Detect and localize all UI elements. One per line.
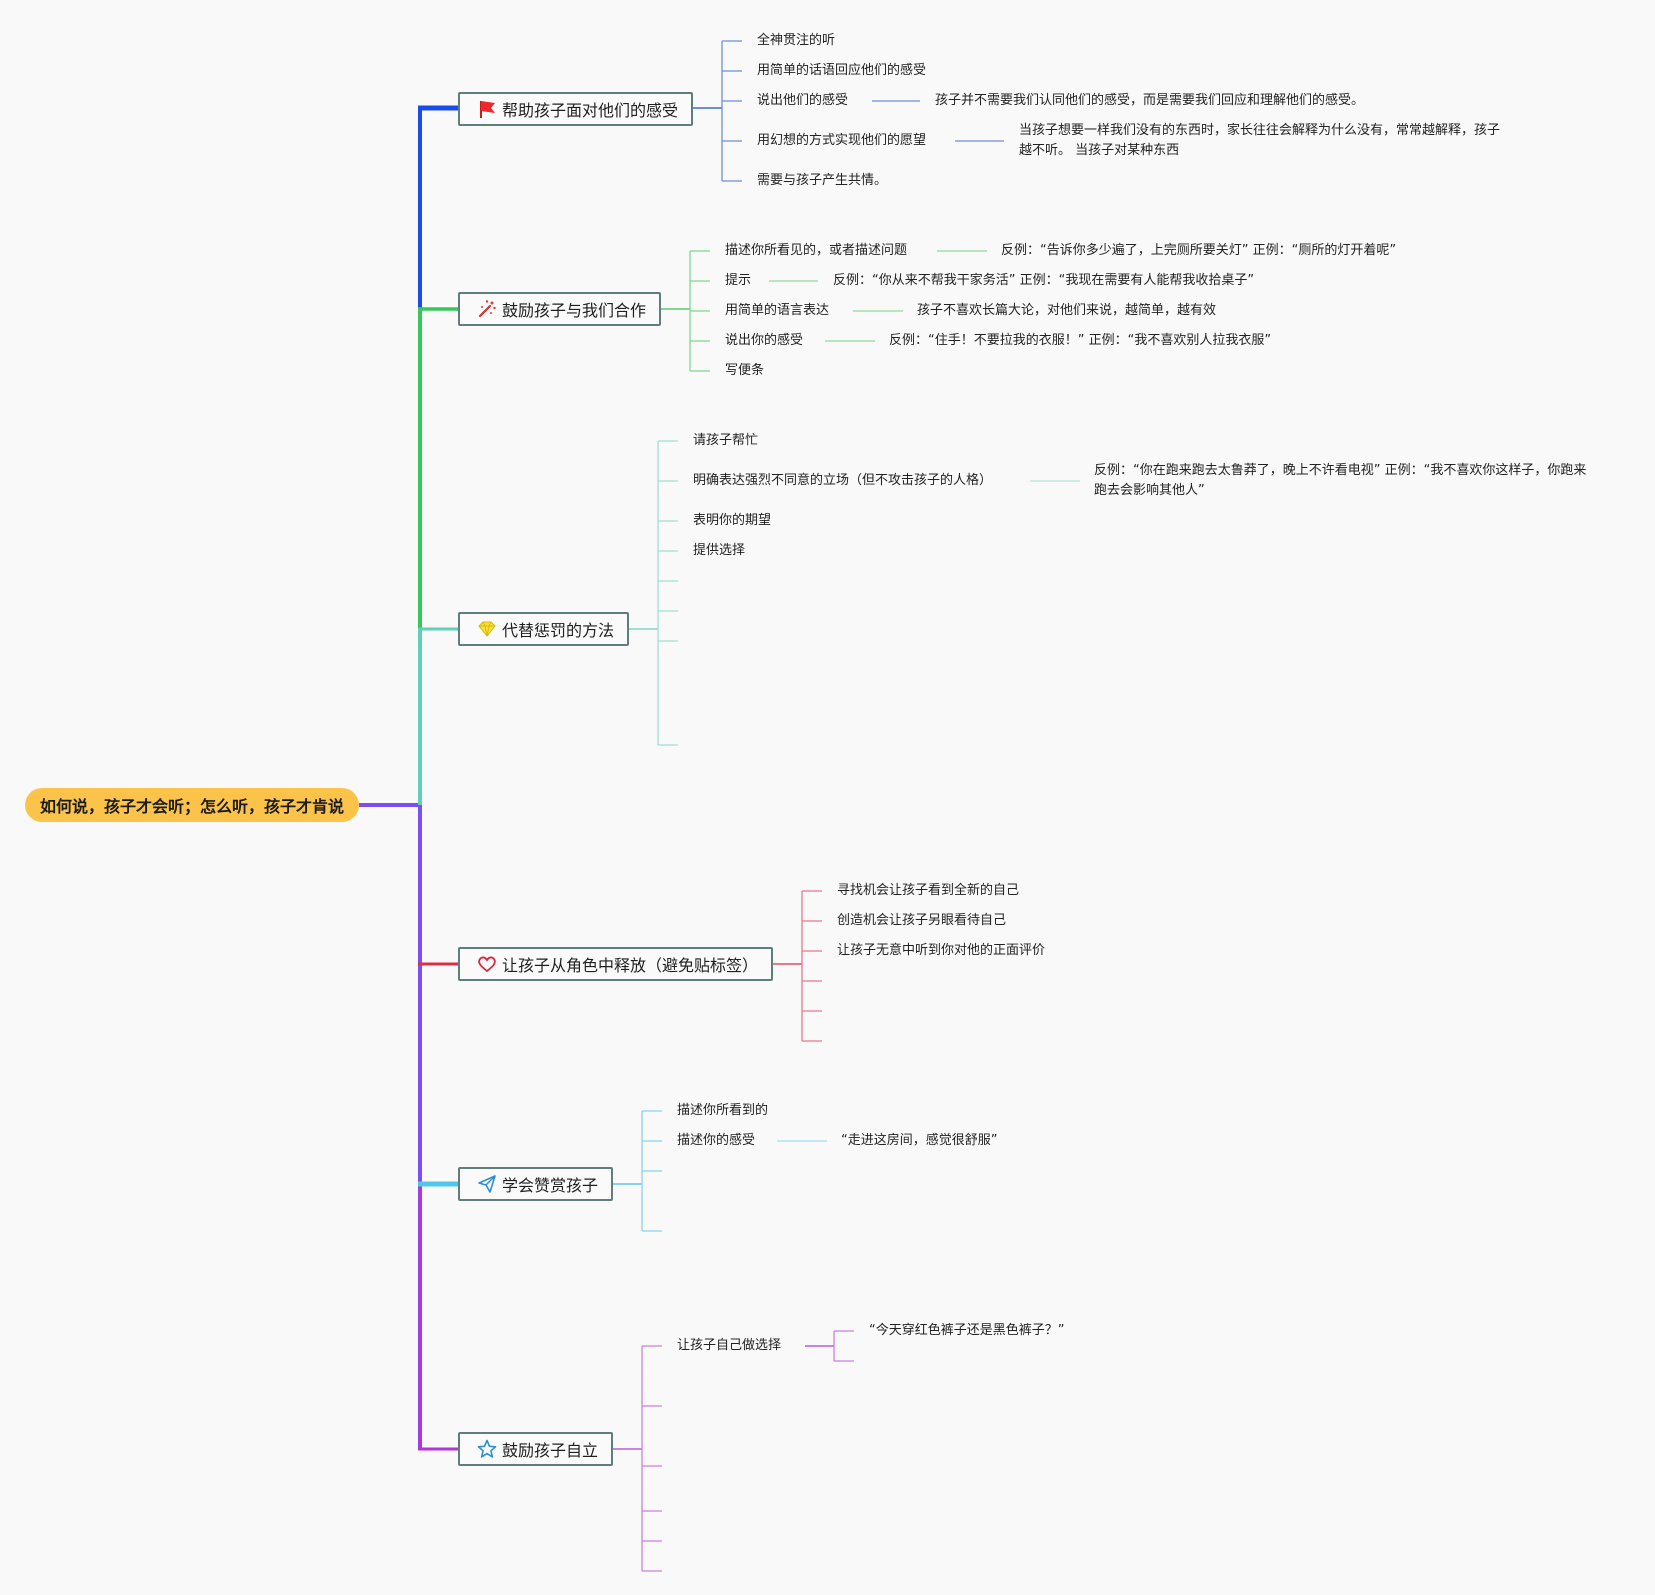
branch-release-from-roles[interactable]: 让孩子从角色中释放（避免贴标签） bbox=[458, 947, 773, 981]
detail-note[interactable]: 反例：“你在跑来跑去太鲁莽了，晚上不许看电视” 正例：“我不喜欢你这样子，你跑来… bbox=[1094, 463, 1587, 498]
detail-note[interactable]: “走进这房间，感觉很舒服” bbox=[841, 1133, 998, 1148]
diamond-icon bbox=[476, 619, 498, 639]
list-item[interactable]: 让孩子自己做选择 bbox=[677, 1338, 782, 1353]
detail-note[interactable]: 孩子不喜欢长篇大论，对他们来说，越简单，越有效 bbox=[917, 303, 1217, 318]
list-item[interactable]: 让孩子无意中听到你对他的正面评价 bbox=[837, 943, 1046, 958]
list-item[interactable]: 提供选择 bbox=[693, 543, 746, 558]
list-item[interactable]: 用简单的话语回应他们的感受 bbox=[757, 63, 927, 78]
branch-alternative-to-punishment[interactable]: 代替惩罚的方法 bbox=[458, 612, 629, 646]
detail-note[interactable]: 当孩子想要一样我们没有的东西时，家长往往会解释为什么没有，常常越解释，孩子越不听… bbox=[1019, 123, 1501, 158]
branch-label: 让孩子从角色中释放（避免贴标签） bbox=[502, 956, 759, 975]
root-topic[interactable]: 如何说，孩子才会听；怎么听，孩子才肯说 bbox=[25, 788, 359, 822]
detail-note[interactable]: 反例：“你从来不帮我干家务活” 正例：“我现在需要有人能帮我收拾桌子” bbox=[833, 273, 1255, 288]
detail-note[interactable]: 孩子并不需要我们认同他们的感受，而是需要我们回应和理解他们的感受。 bbox=[935, 93, 1365, 108]
list-item[interactable]: 请孩子帮忙 bbox=[693, 433, 759, 448]
detail-note[interactable]: 反例：“告诉你多少遍了，上完厕所要关灯” 正例：“厕所的灯开着呢” bbox=[1001, 243, 1397, 258]
magic-wand-icon bbox=[476, 299, 498, 319]
branch-label: 代替惩罚的方法 bbox=[502, 621, 615, 640]
list-item[interactable]: 全神贯注的听 bbox=[757, 33, 836, 48]
list-item[interactable]: 创造机会让孩子另眼看待自己 bbox=[837, 913, 1007, 928]
list-item[interactable]: 写便条 bbox=[725, 363, 765, 378]
branch-encourage-cooperation[interactable]: 鼓励孩子与我们合作 bbox=[458, 292, 661, 326]
list-item[interactable]: 需要与孩子产生共情。 bbox=[757, 173, 888, 188]
list-item[interactable]: 描述你所看到的 bbox=[677, 1103, 769, 1118]
heart-icon bbox=[476, 954, 498, 974]
red-flag-icon bbox=[476, 99, 498, 119]
list-item[interactable]: 描述你的感受 bbox=[677, 1133, 756, 1148]
list-item[interactable]: 用幻想的方式实现他们的愿望 bbox=[757, 133, 927, 148]
detail-note[interactable]: 反例：“住手！不要拉我的衣服！” 正例：“我不喜欢别人拉我衣服” bbox=[889, 333, 1272, 348]
detail-note[interactable]: “今天穿红色裤子还是黑色裤子？” bbox=[869, 1323, 1065, 1338]
branch-help-face-feelings[interactable]: 帮助孩子面对他们的感受 bbox=[458, 92, 693, 126]
list-item[interactable]: 描述你所看见的，或者描述问题 bbox=[725, 243, 908, 258]
branch-label: 帮助孩子面对他们的感受 bbox=[502, 101, 679, 120]
list-item[interactable]: 提示 bbox=[725, 273, 752, 288]
list-item[interactable]: 表明你的期望 bbox=[693, 513, 772, 528]
branch-praise-children[interactable]: 学会赞赏孩子 bbox=[458, 1167, 613, 1201]
branch-encourage-independence[interactable]: 鼓励孩子自立 bbox=[458, 1432, 613, 1466]
branch-label: 鼓励孩子自立 bbox=[502, 1441, 599, 1460]
list-item[interactable]: 寻找机会让孩子看到全新的自己 bbox=[837, 883, 1020, 898]
branch-label: 学会赞赏孩子 bbox=[502, 1176, 599, 1195]
list-item[interactable]: 说出你的感受 bbox=[725, 333, 804, 348]
paper-plane-icon bbox=[476, 1174, 498, 1194]
list-item[interactable]: 用简单的语言表达 bbox=[725, 303, 830, 318]
list-item[interactable]: 说出他们的感受 bbox=[757, 93, 849, 108]
branch-label: 鼓励孩子与我们合作 bbox=[502, 301, 647, 320]
star-icon bbox=[476, 1439, 498, 1459]
list-item[interactable]: 明确表达强烈不同意的立场（但不攻击孩子的人格） bbox=[693, 473, 993, 488]
